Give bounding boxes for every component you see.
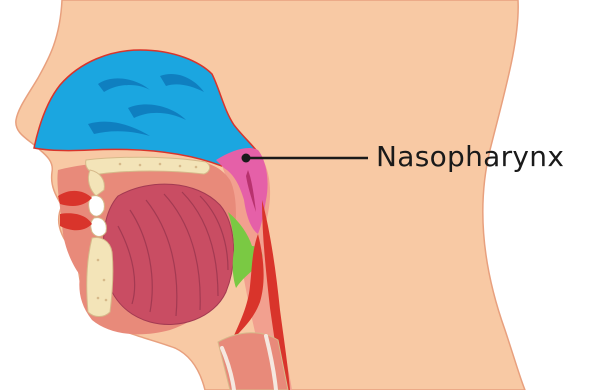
lower-jaw-bone [87, 238, 113, 317]
label-pointer-dot [242, 154, 251, 163]
lower-tooth [91, 218, 107, 237]
nasopharynx-label: Nasopharynx [376, 141, 564, 173]
